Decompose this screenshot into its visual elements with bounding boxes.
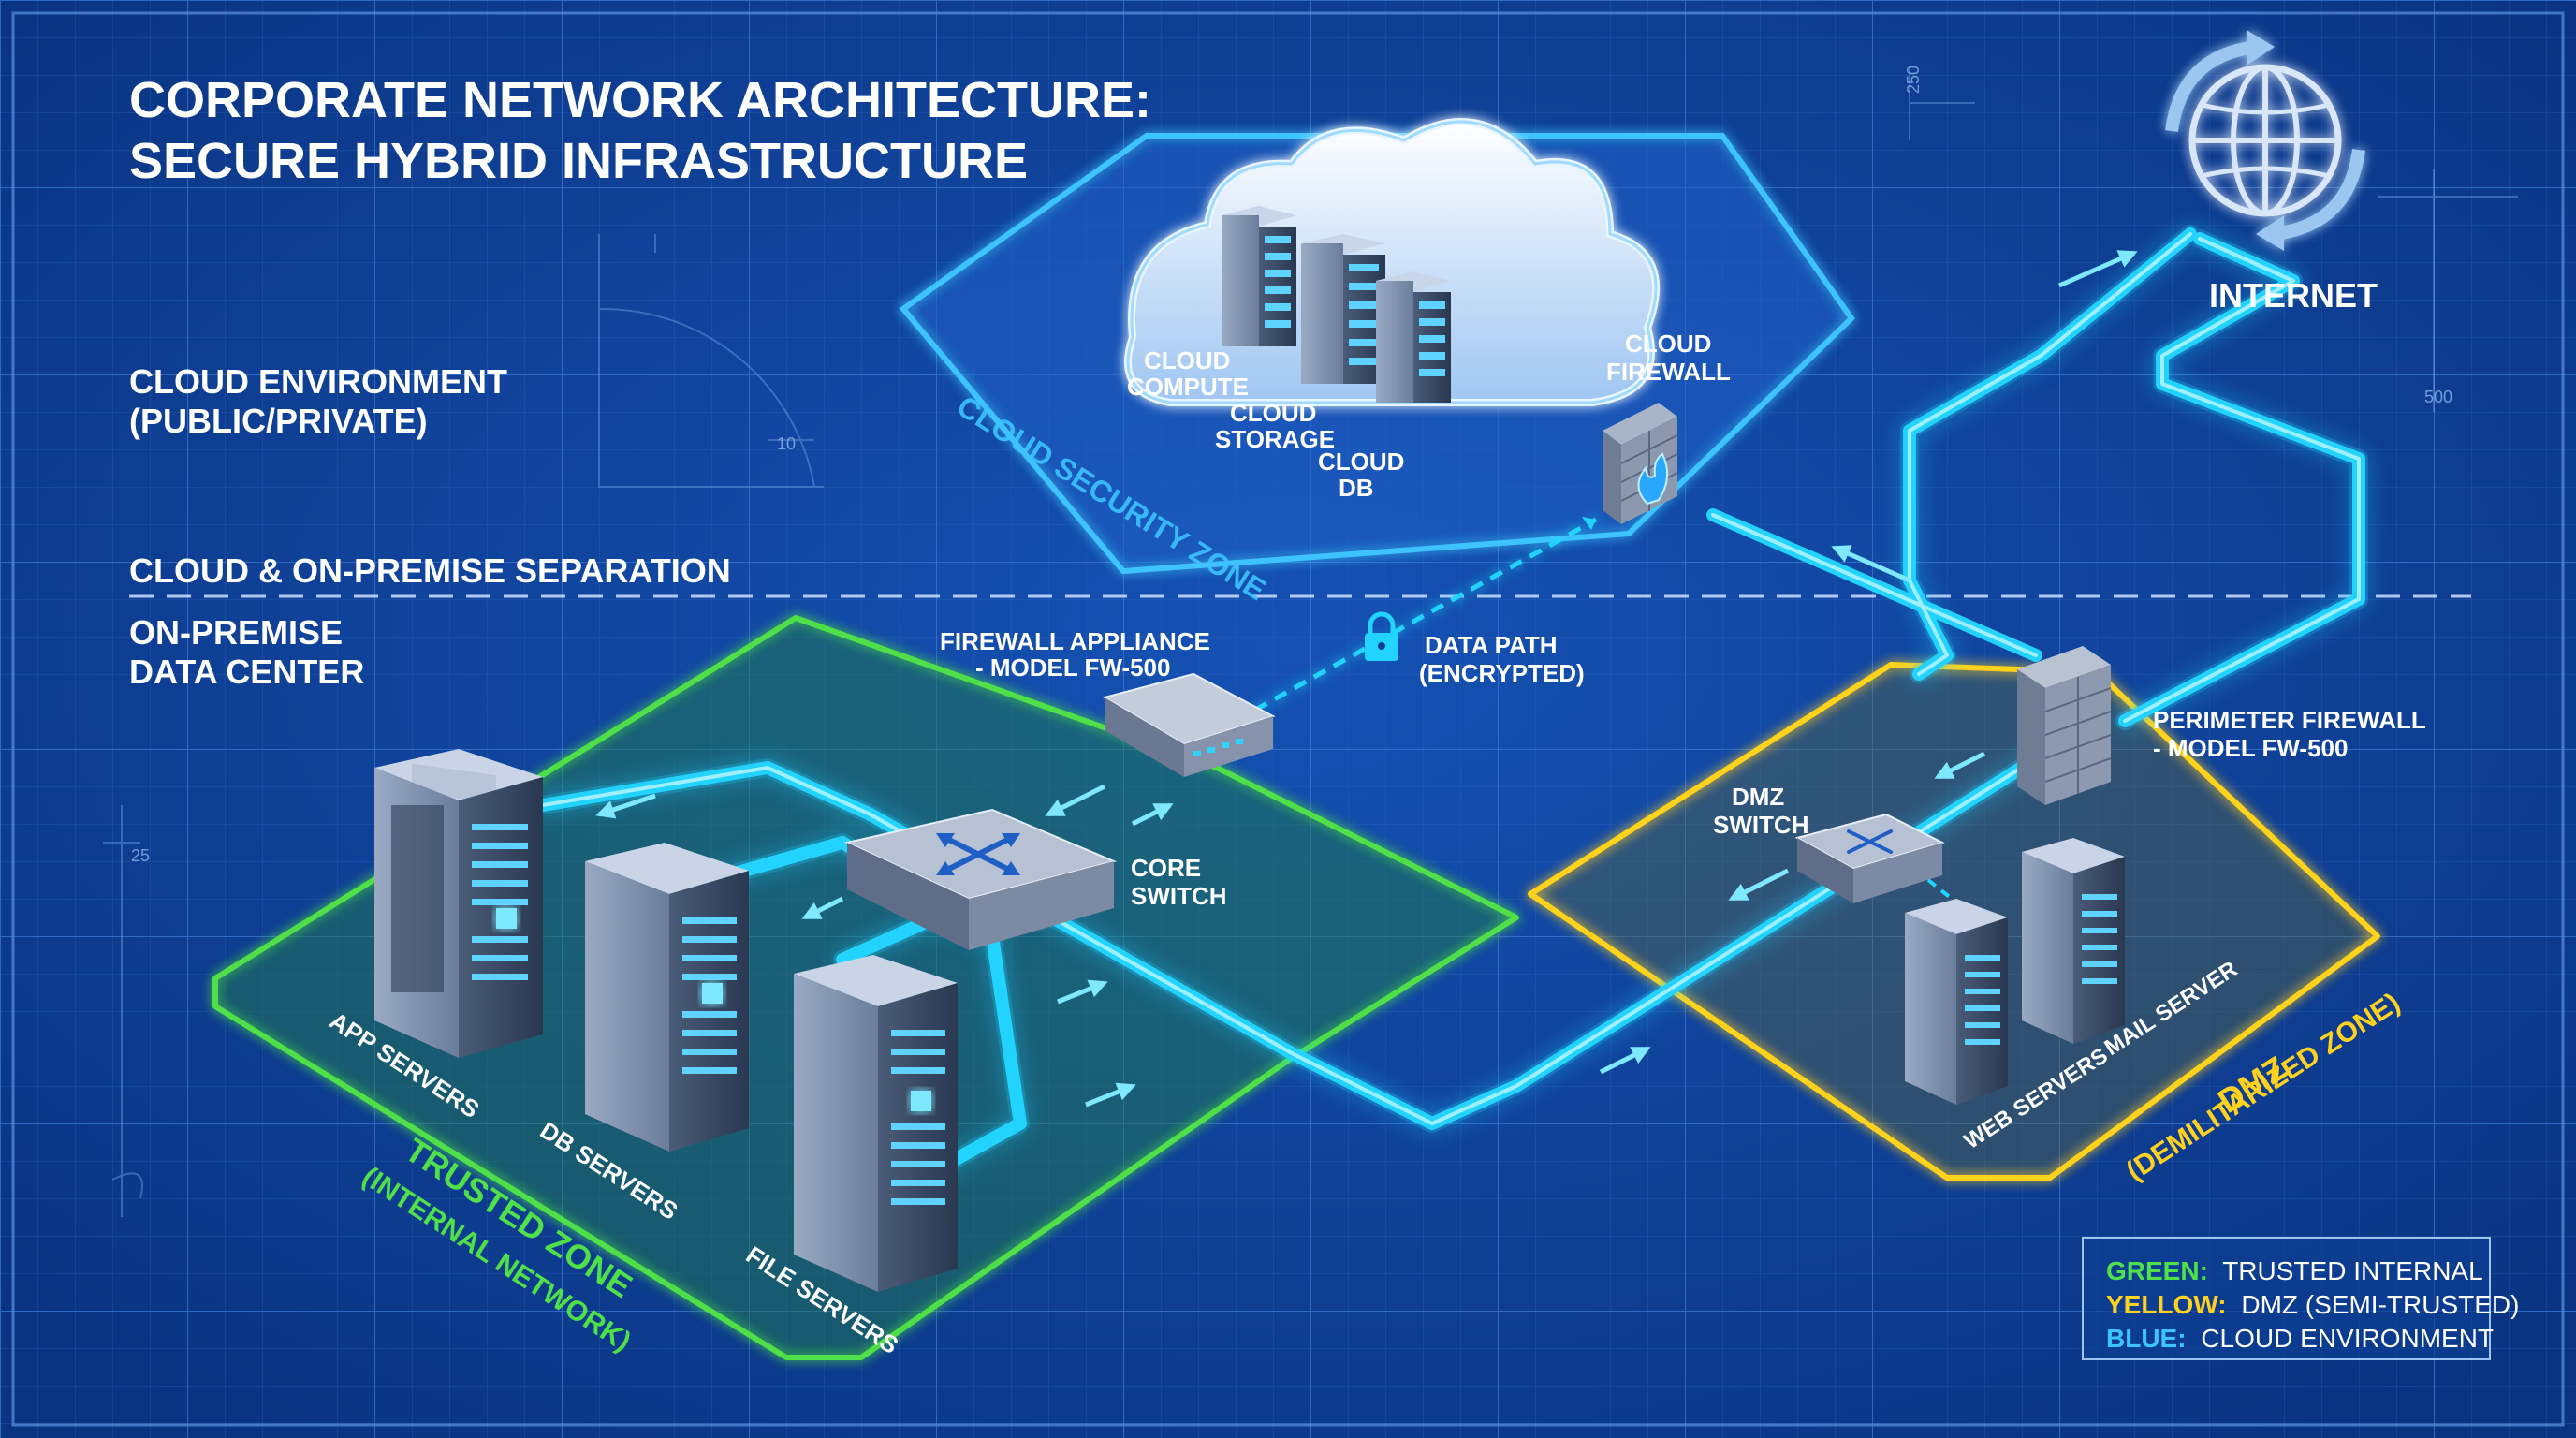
- cloud-db-label-1: CLOUD: [1318, 448, 1404, 476]
- title-line-1: CORPORATE NETWORK ARCHITECTURE:: [129, 72, 1151, 128]
- flow-arrow: [2057, 250, 2138, 288]
- refresh-arrow-icon: [2274, 149, 2365, 241]
- legend-key-yellow: YELLOW:: [2106, 1290, 2227, 1319]
- flow-arrows: [595, 250, 2138, 1108]
- core-switch-icon: [843, 808, 1118, 950]
- internet-label: INTERNET: [2209, 276, 2378, 315]
- flow-arrow: [801, 896, 844, 920]
- cloud-server-compute: [1222, 206, 1296, 346]
- perimeter-firewall-label-1: PERIMETER FIREWALL: [2153, 706, 2426, 734]
- dimension-250: 250: [1904, 66, 1923, 94]
- firewall-appliance-label-2: - MODEL FW-500: [975, 653, 1170, 682]
- db-servers-rack: [585, 843, 749, 1152]
- legend-item-trusted: GREEN: TRUSTED INTERNAL: [2106, 1256, 2483, 1285]
- cloud-server-db: [1376, 271, 1451, 403]
- legend-item-dmz: YELLOW: DMZ (SEMI-TRUSTED): [2106, 1290, 2519, 1319]
- dimension-labels: 250 500 25 10: [131, 66, 2452, 865]
- legend-desc-green: TRUSTED INTERNAL: [2222, 1256, 2482, 1285]
- dimension-500: 500: [2424, 388, 2452, 406]
- flow-arrow: [1057, 979, 1108, 1005]
- web-servers-rack: [1905, 899, 2008, 1105]
- core-switch-label-1: CORE: [1131, 854, 1201, 882]
- title-line-2: SECURE HYBRID INFRASTRUCTURE: [129, 133, 1028, 189]
- on-premise-label-1: ON-PREMISE: [129, 613, 343, 652]
- flow-arrow: [1085, 1082, 1136, 1108]
- cloud-compute-label-1: CLOUD: [1144, 346, 1230, 374]
- dmz-switch-label-2: SWITCH: [1713, 811, 1809, 839]
- on-premise-label-2: DATA CENTER: [129, 653, 364, 691]
- legend-desc-blue: CLOUD ENVIRONMENT: [2201, 1324, 2494, 1353]
- mail-server-rack: [2022, 838, 2125, 1044]
- legend: GREEN: TRUSTED INTERNAL YELLOW: DMZ (SEM…: [2082, 1237, 2519, 1360]
- core-switch-label-2: SWITCH: [1131, 882, 1227, 910]
- flow-arrow: [1728, 868, 1790, 902]
- legend-key-blue: BLUE:: [2106, 1324, 2187, 1353]
- frame-border: [11, 11, 2565, 1427]
- flow-arrow: [1131, 802, 1174, 827]
- flow-arrow: [1599, 1046, 1651, 1075]
- flame-icon: [1637, 452, 1669, 506]
- dimension-25: 25: [131, 846, 150, 865]
- refresh-arrow-icon: [2165, 40, 2257, 132]
- dimension-10: 10: [777, 434, 796, 453]
- legend-desc-yellow: DMZ (SEMI-TRUSTED): [2241, 1290, 2519, 1319]
- firewall-appliance-icon: [1102, 672, 1276, 777]
- cloud-compute-label-2: COMPUTE: [1127, 373, 1249, 401]
- lock-icon: [1365, 611, 1398, 661]
- flow-arrow: [1934, 751, 1986, 780]
- perimeter-firewall-icon: [2017, 646, 2112, 805]
- separation-label: CLOUD & ON-PREMISE SEPARATION: [129, 551, 731, 590]
- encrypted-data-path: DATA PATH (ENCRYPTED): [1234, 517, 1598, 724]
- dmz-switch-icon: [1794, 813, 1945, 903]
- data-path-label-1: DATA PATH: [1425, 631, 1558, 659]
- blueprint-sketch: [103, 66, 2518, 1217]
- cloud-firewall-label-1: CLOUD: [1625, 330, 1711, 358]
- cloud-environment-label-2: (PUBLIC/PRIVATE): [129, 402, 428, 440]
- globe-icon: [2165, 30, 2365, 251]
- cloud-firewall-icon: [1603, 403, 1678, 524]
- cloud-environment-label-1: CLOUD ENVIRONMENT: [129, 362, 507, 401]
- data-path-label-2: (ENCRYPTED): [1419, 659, 1585, 687]
- cloud-db-label-2: DB: [1339, 474, 1374, 502]
- flow-arrow: [1831, 545, 1911, 583]
- network-links: [534, 225, 2368, 1180]
- page-title: CORPORATE NETWORK ARCHITECTURE: SECURE H…: [129, 72, 1151, 189]
- legend-item-cloud: BLUE: CLOUD ENVIRONMENT: [2106, 1324, 2494, 1353]
- legend-box: [2082, 1237, 2491, 1360]
- cloud-storage-label-1: CLOUD: [1230, 399, 1316, 427]
- app-servers-rack: [374, 749, 543, 1058]
- firewall-appliance-label-1: FIREWALL APPLIANCE: [940, 627, 1210, 655]
- dmz-switch-label-1: DMZ: [1732, 783, 1784, 811]
- cloud-storage-label-2: STORAGE: [1215, 425, 1335, 453]
- flow-arrow: [595, 793, 656, 819]
- flow-arrow: [1045, 784, 1106, 817]
- cloud-firewall-label-2: FIREWALL: [1606, 358, 1731, 386]
- file-servers-rack: [794, 955, 958, 1292]
- legend-key-green: GREEN:: [2106, 1256, 2208, 1285]
- perimeter-firewall-label-2: - MODEL FW-500: [2153, 734, 2348, 762]
- cloud-server-storage: [1301, 234, 1385, 384]
